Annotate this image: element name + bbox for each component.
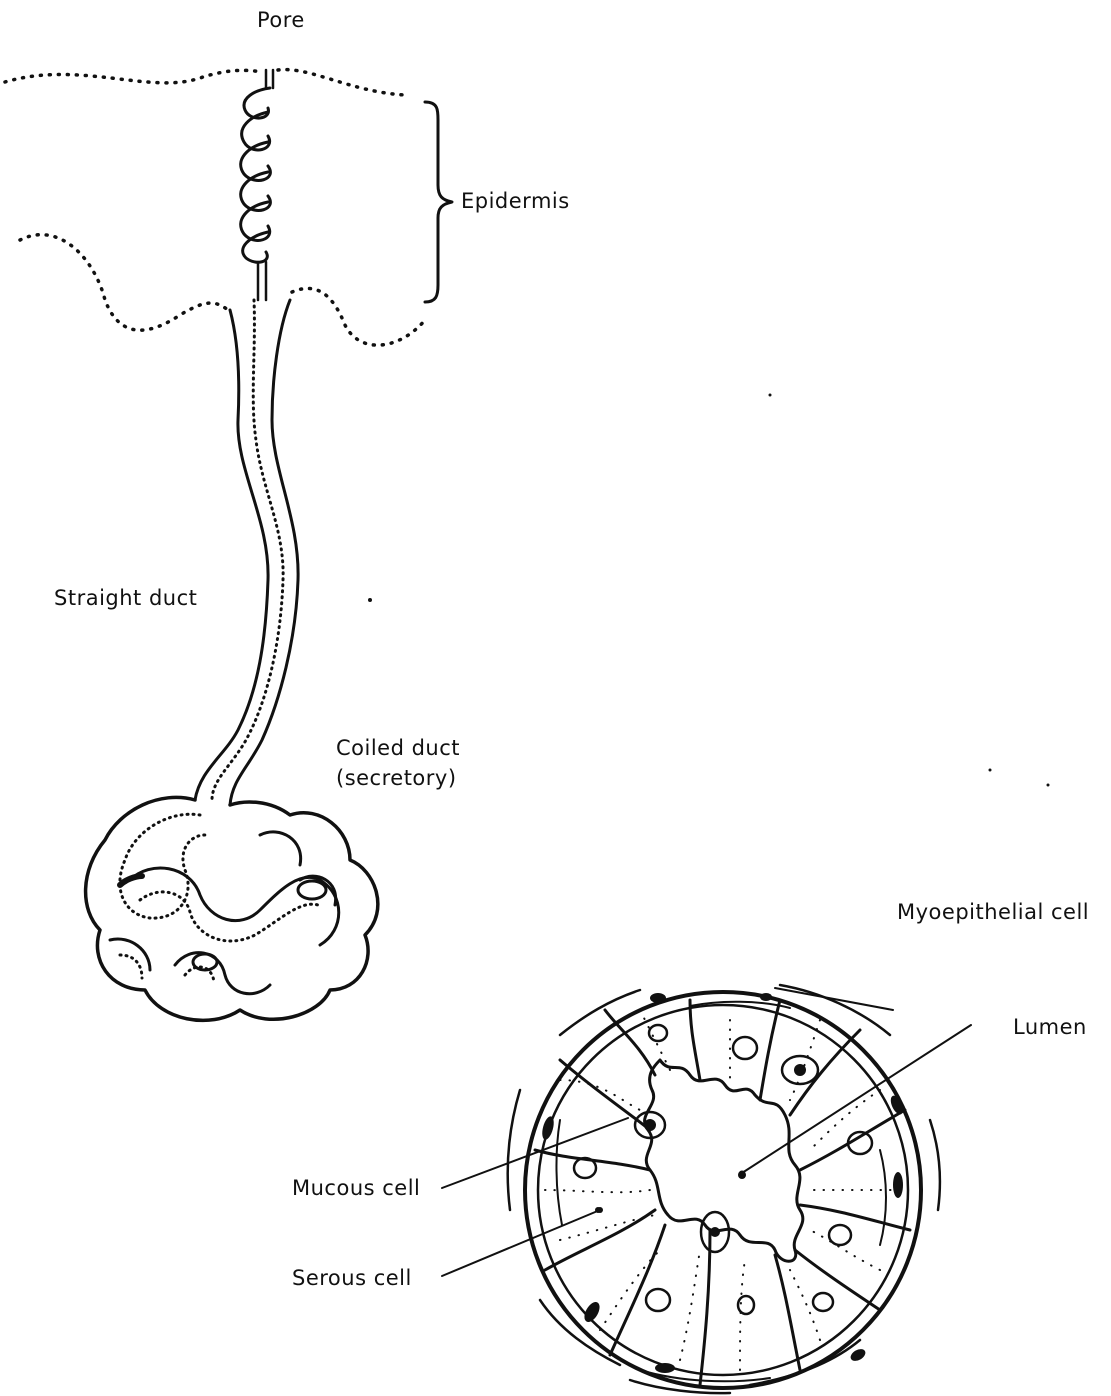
coiled-duct-sublabel: (secretory) [336,766,457,790]
mucous-cell-label: Mucous cell [292,1176,420,1200]
lumen-label: Lumen [1013,1015,1087,1039]
straight-duct-label: Straight duct [54,586,197,610]
coiled-gland [86,797,378,1020]
specks [368,394,1050,787]
epidermis-base-line [20,235,425,345]
pore-opening [266,70,273,88]
skin-surface-line [5,70,405,95]
myoepithelial-cell-label: Myoepithelial cell [897,900,1089,924]
leader-serous [442,1210,600,1276]
cross-section [442,985,971,1393]
epidermis-bracket [425,102,452,302]
pore-label: Pore [257,8,305,32]
straight-duct [195,262,298,805]
serous-cell-label: Serous cell [292,1266,412,1290]
corkscrew-duct [241,88,271,262]
epidermis-label: Epidermis [461,189,570,213]
coiled-duct-label: Coiled duct [336,736,460,760]
